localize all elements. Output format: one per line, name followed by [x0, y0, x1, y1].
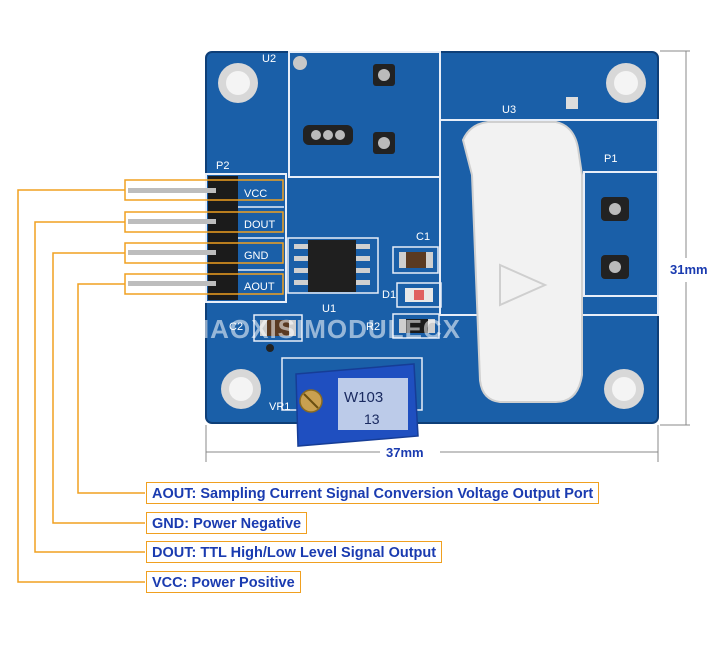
silk-u1: U1: [322, 303, 336, 315]
pot-marking-1: W103: [344, 389, 383, 406]
header-pins: [128, 188, 216, 286]
legend-dout-pin: DOUT:: [152, 545, 197, 561]
mount-hole-tl: [218, 63, 258, 103]
potentiometer: [295, 363, 419, 447]
legend-gnd-pin: GND:: [152, 516, 190, 532]
silk-c2: C2: [229, 321, 243, 333]
mount-hole-br: [604, 369, 644, 409]
legend-gnd: GND: Power Negative: [146, 512, 308, 534]
legend-dout-desc: TTL High/Low Level Signal Output: [200, 545, 437, 561]
legend-aout-desc: Sampling Current Signal Conversion Volta…: [200, 486, 594, 502]
pin-label-aout: AOUT: [244, 281, 275, 293]
mount-hole-tr: [606, 63, 646, 103]
silk-d1: D1: [382, 289, 396, 301]
ic-u1: [308, 240, 356, 292]
watermark: SHAOXISIMODULECX: [172, 314, 462, 344]
pin-label-dout: DOUT: [244, 219, 275, 231]
pin-label-vcc: VCC: [244, 188, 267, 200]
silk-r2: R2: [366, 321, 380, 333]
current-transformer: [461, 121, 583, 403]
legend-aout: AOUT: Sampling Current Signal Conversion…: [146, 482, 600, 504]
dim-width: 37mm: [386, 445, 424, 460]
legend-vcc-desc: Power Positive: [191, 575, 295, 591]
legend-dout: DOUT: TTL High/Low Level Signal Output: [146, 541, 443, 563]
legend-vcc-pin: VCC:: [152, 575, 188, 591]
silk-p2: P2: [216, 160, 229, 172]
legend-vcc: VCC: Power Positive: [146, 571, 301, 593]
silk-u2: U2: [262, 53, 276, 65]
legend-gnd-desc: Power Negative: [193, 516, 302, 532]
dim-height: 31mm: [670, 262, 708, 277]
silk-u3: U3: [502, 104, 516, 116]
pot-marking-2: 13: [364, 411, 380, 427]
silk-c1: C1: [416, 231, 430, 243]
silk-p1: P1: [604, 153, 617, 165]
pin-label-gnd: GND: [244, 250, 269, 262]
header-housing: [208, 176, 238, 300]
legend-aout-pin: AOUT:: [152, 486, 197, 502]
silk-vr1: VR1: [269, 401, 290, 413]
mount-hole-bl: [221, 369, 261, 409]
